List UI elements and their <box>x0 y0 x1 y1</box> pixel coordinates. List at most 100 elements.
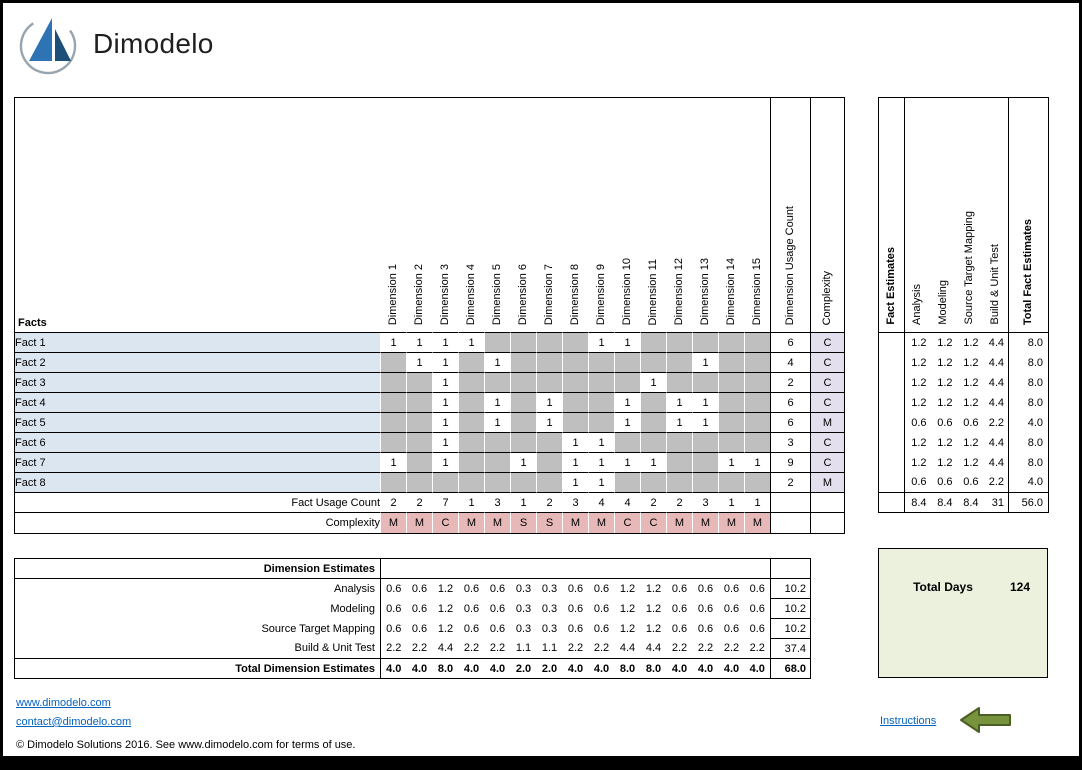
matrix-cell[interactable]: 1 <box>615 393 641 413</box>
fact-name-cell[interactable]: Fact 5 <box>15 413 381 433</box>
matrix-cell[interactable]: 1 <box>459 333 485 353</box>
matrix-cell[interactable] <box>667 333 693 353</box>
matrix-cell[interactable]: 1 <box>433 353 459 373</box>
matrix-cell[interactable]: 1 <box>641 453 667 473</box>
matrix-cell[interactable] <box>537 473 563 493</box>
matrix-cell[interactable]: 1 <box>381 333 407 353</box>
matrix-cell[interactable]: 1 <box>433 333 459 353</box>
matrix-cell[interactable] <box>719 393 745 413</box>
matrix-cell[interactable] <box>719 333 745 353</box>
matrix-cell[interactable] <box>563 373 589 393</box>
matrix-cell[interactable] <box>407 433 433 453</box>
matrix-cell[interactable] <box>641 353 667 373</box>
matrix-cell[interactable] <box>407 473 433 493</box>
matrix-cell[interactable] <box>745 413 771 433</box>
matrix-cell[interactable]: 1 <box>719 453 745 473</box>
matrix-cell[interactable]: 1 <box>589 473 615 493</box>
matrix-cell[interactable] <box>719 473 745 493</box>
matrix-cell[interactable] <box>381 473 407 493</box>
website-link[interactable]: www.dimodelo.com <box>16 697 111 709</box>
contact-email-link[interactable]: contact@dimodelo.com <box>16 716 132 728</box>
matrix-cell[interactable]: 1 <box>537 393 563 413</box>
matrix-cell[interactable] <box>485 333 511 353</box>
matrix-cell[interactable] <box>745 353 771 373</box>
matrix-cell[interactable]: 1 <box>615 333 641 353</box>
matrix-cell[interactable] <box>511 473 537 493</box>
fact-name-cell[interactable]: Fact 3 <box>15 373 381 393</box>
matrix-cell[interactable] <box>615 353 641 373</box>
matrix-cell[interactable]: 1 <box>407 353 433 373</box>
matrix-cell[interactable] <box>407 373 433 393</box>
matrix-cell[interactable] <box>485 473 511 493</box>
matrix-cell[interactable] <box>511 373 537 393</box>
matrix-cell[interactable]: 1 <box>745 453 771 473</box>
matrix-cell[interactable] <box>719 373 745 393</box>
matrix-cell[interactable] <box>537 453 563 473</box>
fact-name-cell[interactable]: Fact 6 <box>15 433 381 453</box>
matrix-cell[interactable] <box>485 433 511 453</box>
matrix-cell[interactable]: 1 <box>615 453 641 473</box>
matrix-cell[interactable] <box>719 413 745 433</box>
matrix-cell[interactable] <box>537 333 563 353</box>
matrix-cell[interactable] <box>459 473 485 493</box>
matrix-cell[interactable] <box>485 453 511 473</box>
fact-name-cell[interactable]: Fact 7 <box>15 453 381 473</box>
matrix-cell[interactable] <box>615 473 641 493</box>
matrix-cell[interactable] <box>667 473 693 493</box>
matrix-cell[interactable] <box>381 353 407 373</box>
matrix-cell[interactable]: 1 <box>433 453 459 473</box>
matrix-cell[interactable] <box>693 333 719 353</box>
matrix-cell[interactable]: 1 <box>537 413 563 433</box>
matrix-cell[interactable]: 1 <box>589 433 615 453</box>
matrix-cell[interactable] <box>667 353 693 373</box>
matrix-cell[interactable] <box>693 453 719 473</box>
matrix-cell[interactable] <box>381 393 407 413</box>
matrix-cell[interactable] <box>745 393 771 413</box>
matrix-cell[interactable] <box>589 393 615 413</box>
matrix-cell[interactable]: 1 <box>693 353 719 373</box>
matrix-cell[interactable] <box>485 373 511 393</box>
matrix-cell[interactable]: 1 <box>485 393 511 413</box>
matrix-cell[interactable]: 1 <box>667 413 693 433</box>
matrix-cell[interactable] <box>589 373 615 393</box>
matrix-cell[interactable]: 1 <box>433 433 459 453</box>
matrix-cell[interactable] <box>459 373 485 393</box>
matrix-cell[interactable]: 1 <box>563 433 589 453</box>
matrix-cell[interactable] <box>641 393 667 413</box>
matrix-cell[interactable]: 1 <box>589 453 615 473</box>
matrix-cell[interactable] <box>693 433 719 453</box>
matrix-cell[interactable] <box>381 373 407 393</box>
matrix-cell[interactable] <box>693 373 719 393</box>
matrix-cell[interactable] <box>459 393 485 413</box>
matrix-cell[interactable] <box>745 333 771 353</box>
matrix-cell[interactable] <box>537 373 563 393</box>
instructions-link[interactable]: Instructions <box>880 715 937 727</box>
matrix-cell[interactable]: 1 <box>641 373 667 393</box>
matrix-cell[interactable]: 1 <box>563 473 589 493</box>
matrix-cell[interactable] <box>381 413 407 433</box>
matrix-cell[interactable] <box>433 473 459 493</box>
matrix-cell[interactable] <box>511 353 537 373</box>
matrix-cell[interactable]: 1 <box>485 353 511 373</box>
matrix-cell[interactable] <box>615 373 641 393</box>
matrix-cell[interactable] <box>641 413 667 433</box>
matrix-cell[interactable]: 1 <box>693 393 719 413</box>
matrix-cell[interactable] <box>537 433 563 453</box>
matrix-cell[interactable] <box>537 353 563 373</box>
matrix-cell[interactable]: 1 <box>667 393 693 413</box>
matrix-cell[interactable] <box>745 373 771 393</box>
matrix-cell[interactable] <box>589 413 615 433</box>
matrix-cell[interactable]: 1 <box>615 413 641 433</box>
matrix-cell[interactable] <box>641 433 667 453</box>
matrix-cell[interactable] <box>667 373 693 393</box>
matrix-cell[interactable]: 1 <box>511 453 537 473</box>
matrix-cell[interactable]: 1 <box>433 393 459 413</box>
matrix-cell[interactable] <box>511 413 537 433</box>
matrix-cell[interactable] <box>589 353 615 373</box>
matrix-cell[interactable] <box>667 433 693 453</box>
matrix-cell[interactable] <box>745 473 771 493</box>
matrix-cell[interactable] <box>563 393 589 413</box>
matrix-cell[interactable] <box>459 433 485 453</box>
matrix-cell[interactable] <box>511 393 537 413</box>
matrix-cell[interactable] <box>719 433 745 453</box>
